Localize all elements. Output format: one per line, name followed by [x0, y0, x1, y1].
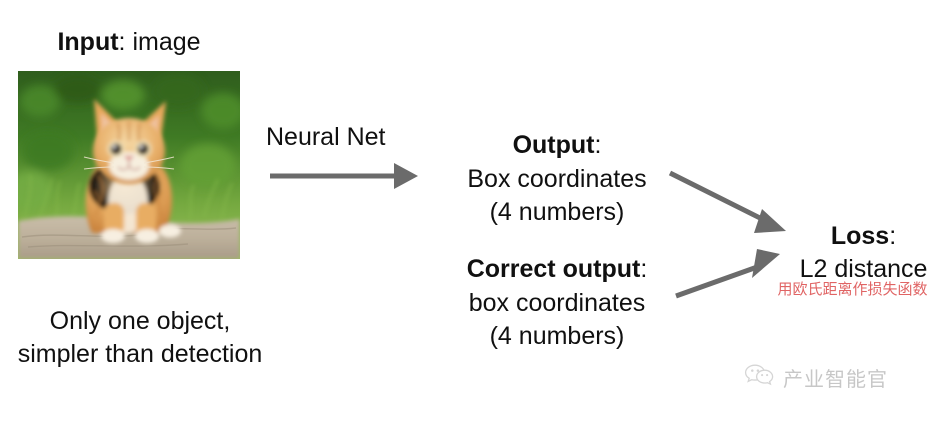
loss-block: Loss: L2 distance: [780, 220, 947, 285]
output-title-bold: Output: [512, 131, 595, 159]
output-block: Output: Box coordinates (4 numbers): [437, 129, 677, 230]
loss-annotation: 用欧氏距离作损失函数: [777, 281, 928, 298]
loss-title-rest: :: [889, 222, 897, 250]
wechat-icon: [744, 362, 774, 393]
correct-output-line-3: (4 numbers): [489, 322, 625, 350]
correct-output-title: Correct output:: [437, 253, 677, 287]
loss-line-2: L2 distance: [799, 254, 928, 283]
input-caption-rest: : image: [118, 28, 201, 56]
input-caption: Input: image: [0, 27, 258, 57]
input-note-line-1: Only one object,: [49, 307, 231, 335]
input-note-line-2: simpler than detection: [17, 340, 263, 368]
loss-title-bold: Loss: [830, 222, 890, 250]
correct-output-to-loss-arrow: [675, 249, 780, 299]
correct-output-block: Correct output: box coordinates (4 numbe…: [437, 253, 677, 354]
output-to-loss-arrow: [668, 170, 786, 233]
neural-net-arrow: [270, 163, 418, 189]
input-image-photo: [18, 71, 240, 259]
input-caption-bold: Input: [57, 28, 119, 56]
output-line-3: (4 numbers): [489, 198, 625, 226]
output-title: Output:: [437, 129, 677, 163]
output-line-2: Box coordinates: [467, 164, 647, 193]
neural-net-label: Neural Net: [266, 123, 386, 151]
output-title-rest: :: [594, 131, 602, 159]
watermark-text: 产业智能官: [783, 369, 888, 391]
watermark: 产业智能官: [744, 362, 888, 393]
correct-output-title-bold: Correct output: [466, 255, 641, 283]
input-note: Only one object, simpler than detection: [0, 305, 280, 371]
loss-title: Loss:: [780, 220, 947, 253]
correct-output-title-rest: :: [640, 255, 648, 283]
correct-output-line-2: box coordinates: [468, 288, 646, 317]
